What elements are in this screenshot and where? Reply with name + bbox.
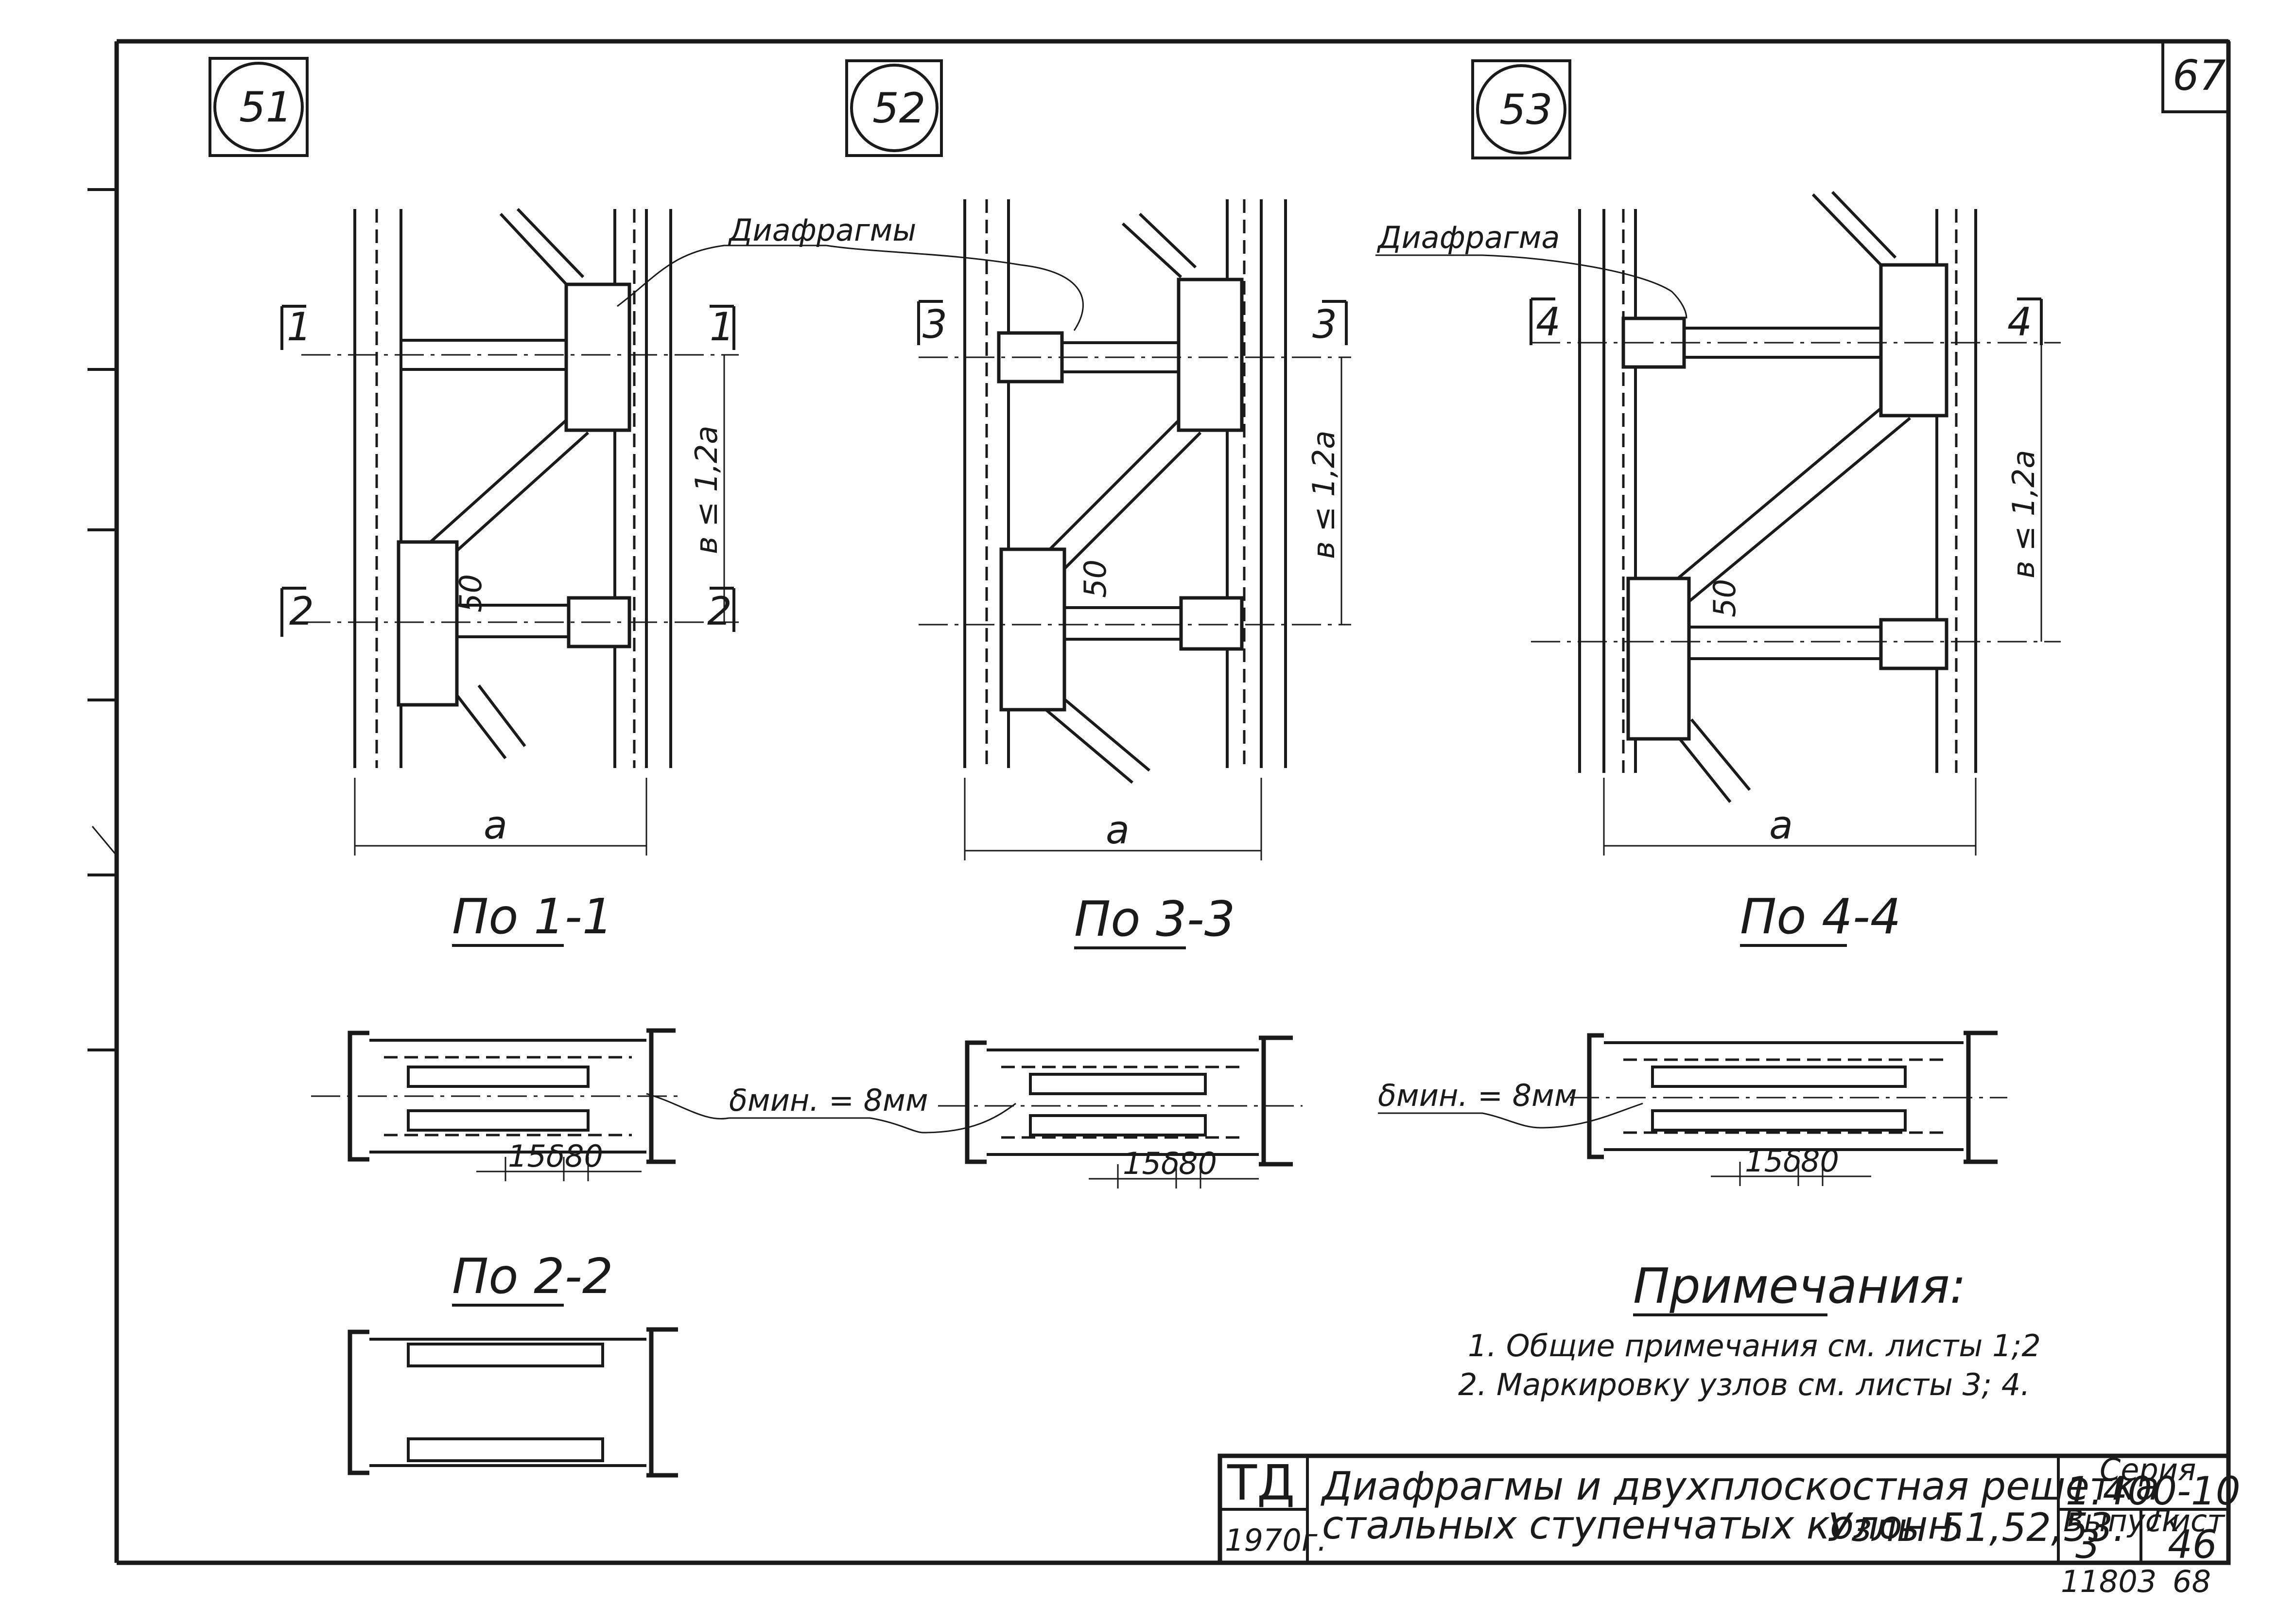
- dim-a-53: а: [1769, 803, 1793, 848]
- notes-title: Примечания:: [1633, 1258, 1966, 1314]
- view-title-4-4: По 4-4: [1740, 888, 1901, 945]
- dim-80-1: 80: [565, 1138, 603, 1174]
- node-53-elevation: 4 4 в ≤ 1,2а 50 а Диафрагма: [1375, 191, 2061, 856]
- sheet-label: Лист: [2147, 1503, 2226, 1538]
- section-mark-4-right: 4: [2007, 299, 2032, 345]
- section-mark-1-left: 1: [287, 304, 312, 350]
- note-1: 1. Общие примечания см. листы 1;2: [1468, 1328, 2041, 1363]
- title-line-2: стальных ступенчатых колонн.: [1322, 1503, 1966, 1548]
- org-label: ТД: [1227, 1454, 1295, 1511]
- section-mark-2-right: 2: [707, 589, 732, 634]
- page-number: 67: [2173, 52, 2226, 100]
- view-title-1-1: По 1-1: [452, 888, 613, 945]
- node-marker-52: 52: [845, 59, 943, 157]
- section-1-1: 15δ 80: [311, 1028, 680, 1181]
- dim-50-51: 50: [453, 574, 488, 612]
- note-2: 2. Маркировку узлов см. листы 3; 4.: [1458, 1367, 2030, 1402]
- dim-15d-1: 15δ: [508, 1138, 565, 1174]
- dim-a-52: а: [1106, 807, 1130, 853]
- dim-15d-3: 15δ: [1123, 1146, 1180, 1181]
- diaphragm-label-53: Диафрагма: [1376, 220, 1560, 255]
- node-label-52: 52: [872, 84, 925, 133]
- page-number-box: 67: [2161, 40, 2230, 113]
- node-label-51: 51: [239, 83, 292, 132]
- dim-15d-4: 15δ: [1745, 1143, 1802, 1179]
- nodes-label: Узлы 51,52,53.: [1827, 1505, 2125, 1550]
- series-value: 1.400-10: [2066, 1468, 2241, 1514]
- dim-80-3: 80: [1179, 1146, 1217, 1181]
- thickness-label-right: δмин. = 8мм: [1378, 1078, 1577, 1113]
- dim-a-51: а: [484, 803, 507, 848]
- node-marker-51: 51: [209, 57, 309, 157]
- sheet-value: 46: [2168, 1522, 2217, 1567]
- title-line-1: Диафрагмы и двухплоскостная решетка: [1321, 1464, 2159, 1509]
- notes: Примечания: 1. Общие примечания см. лист…: [1458, 1258, 2041, 1402]
- dim-50-53: 50: [1707, 579, 1742, 617]
- node-label-53: 53: [1499, 86, 1552, 134]
- section-3-3: 15δ 80: [938, 1035, 1303, 1189]
- section-mark-2-left: 2: [289, 589, 314, 634]
- year-label: 1970г.: [1225, 1522, 1327, 1558]
- section-mark-1-right: 1: [710, 304, 734, 350]
- section-mark-3-left: 3: [922, 302, 947, 347]
- view-title-3-3: По 3-3: [1074, 891, 1235, 947]
- section-2-2: [348, 1327, 678, 1478]
- dim-80-4: 80: [1801, 1143, 1839, 1179]
- section-4-4: 15δ 80: [1570, 1031, 2007, 1186]
- node-marker-53: 53: [1471, 59, 1571, 159]
- section-mark-3-right: 3: [1312, 302, 1337, 347]
- section-mark-4-left: 4: [1536, 299, 1561, 345]
- dim-50-52: 50: [1078, 559, 1113, 598]
- diaphragm-label-51: Диафрагмы: [728, 212, 916, 248]
- issue-value: 3: [2075, 1522, 2100, 1567]
- dim-b-52: в ≤ 1,2а: [1306, 431, 1341, 559]
- issue-label: Выпуск: [2063, 1503, 2180, 1538]
- title-block: ТД 1970г. Диафрагмы и двухплоскостная ре…: [1218, 1452, 2241, 1599]
- doc-number: 11803: [2061, 1564, 2157, 1599]
- series-label: Серия: [2100, 1452, 2196, 1487]
- node-51-elevation: 1 1 2 2 в ≤ 1,2а 50 а Диафрагмы: [280, 208, 916, 856]
- dim-b-51: в ≤ 1,2а: [689, 426, 724, 555]
- dim-b-53: в ≤ 1,2а: [2006, 450, 2041, 579]
- node-52-elevation: 3 3 в ≤ 1,2а 50 а: [826, 199, 1351, 860]
- thickness-label-left: δмин. = 8мм: [729, 1083, 928, 1118]
- doc-number-2: 68: [2173, 1564, 2211, 1599]
- view-title-2-2: По 2-2: [452, 1248, 613, 1305]
